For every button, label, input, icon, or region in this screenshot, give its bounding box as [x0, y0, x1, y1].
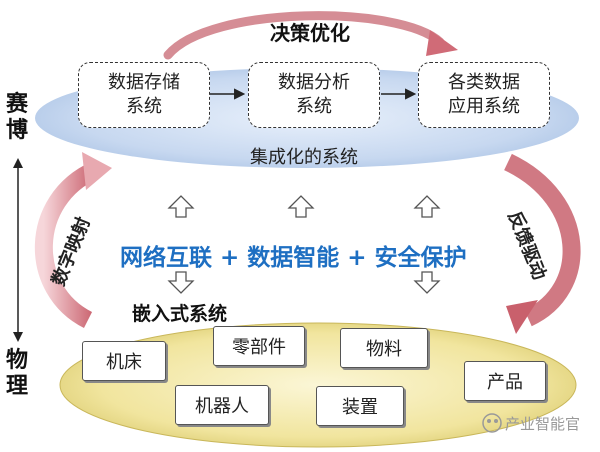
data-application-line2: 应用系统	[448, 96, 520, 117]
item-machine-tool: 机床	[82, 341, 166, 381]
item-parts-label: 零部件	[232, 337, 286, 358]
embedded-system-label: 嵌入式系统	[132, 303, 228, 325]
decision-curve-arrow	[163, 11, 445, 60]
decision-optimization-label: 决策优化	[270, 21, 350, 45]
mapping-curve-arrow	[34, 161, 100, 329]
item-robot-label: 机器人	[195, 396, 249, 417]
physical-char-2: 理	[6, 374, 29, 399]
tech-data-intelligence: 数据智能	[247, 245, 340, 271]
tech-network: 网络互联	[120, 245, 212, 271]
plus-sign-2: +	[347, 245, 367, 271]
integrated-system-label: 集成化的系统	[250, 147, 358, 168]
axis-arrow-down	[13, 332, 23, 342]
item-materials-label: 物料	[366, 339, 402, 360]
item-materials: 物料	[340, 328, 428, 368]
up-arrow-3	[413, 195, 441, 218]
down-arrow-2	[413, 271, 441, 294]
decision-curve-arrowhead	[426, 30, 458, 56]
data-storage-box: 数据存储 系统	[78, 62, 210, 128]
data-storage-line1: 数据存储	[108, 72, 180, 93]
cyber-char-1: 赛	[6, 92, 29, 117]
up-arrow-1	[167, 195, 195, 218]
up-arrow-2	[287, 195, 315, 218]
data-analysis-line1: 数据分析	[278, 72, 350, 93]
cyber-char-2: 博	[6, 118, 29, 143]
feedback-curve-arrowhead	[506, 300, 538, 334]
cyber-side-label: 赛 博	[6, 92, 28, 144]
down-arrow-1	[167, 271, 195, 294]
physical-char-1: 物	[6, 348, 29, 373]
data-storage-line2: 系统	[126, 96, 162, 117]
axis-arrow-up	[13, 158, 23, 168]
technology-line: 网络互联 + 数据智能 + 安全保护	[120, 238, 467, 272]
item-machine-tool-label: 机床	[106, 352, 142, 373]
item-product: 产品	[464, 361, 546, 401]
mapping-curve-arrowhead	[82, 152, 112, 190]
item-device-label: 装置	[342, 397, 378, 418]
item-robot: 机器人	[175, 385, 269, 425]
feedback-curve-arrow	[503, 153, 581, 327]
data-analysis-line2: 系统	[296, 96, 332, 117]
item-parts: 零部件	[213, 326, 305, 366]
data-analysis-box: 数据分析 系统	[248, 62, 380, 128]
item-product-label: 产品	[487, 372, 523, 393]
watermark-logo-icon	[482, 413, 502, 433]
tech-security: 安全保护	[374, 245, 467, 271]
data-application-box: 各类数据 应用系统	[418, 62, 550, 128]
plus-sign-1: +	[220, 245, 240, 271]
item-device: 装置	[316, 386, 404, 426]
data-application-line1: 各类数据	[448, 72, 520, 93]
physical-side-label: 物 理	[6, 348, 28, 400]
watermark-text: 产业智能官	[505, 415, 581, 433]
